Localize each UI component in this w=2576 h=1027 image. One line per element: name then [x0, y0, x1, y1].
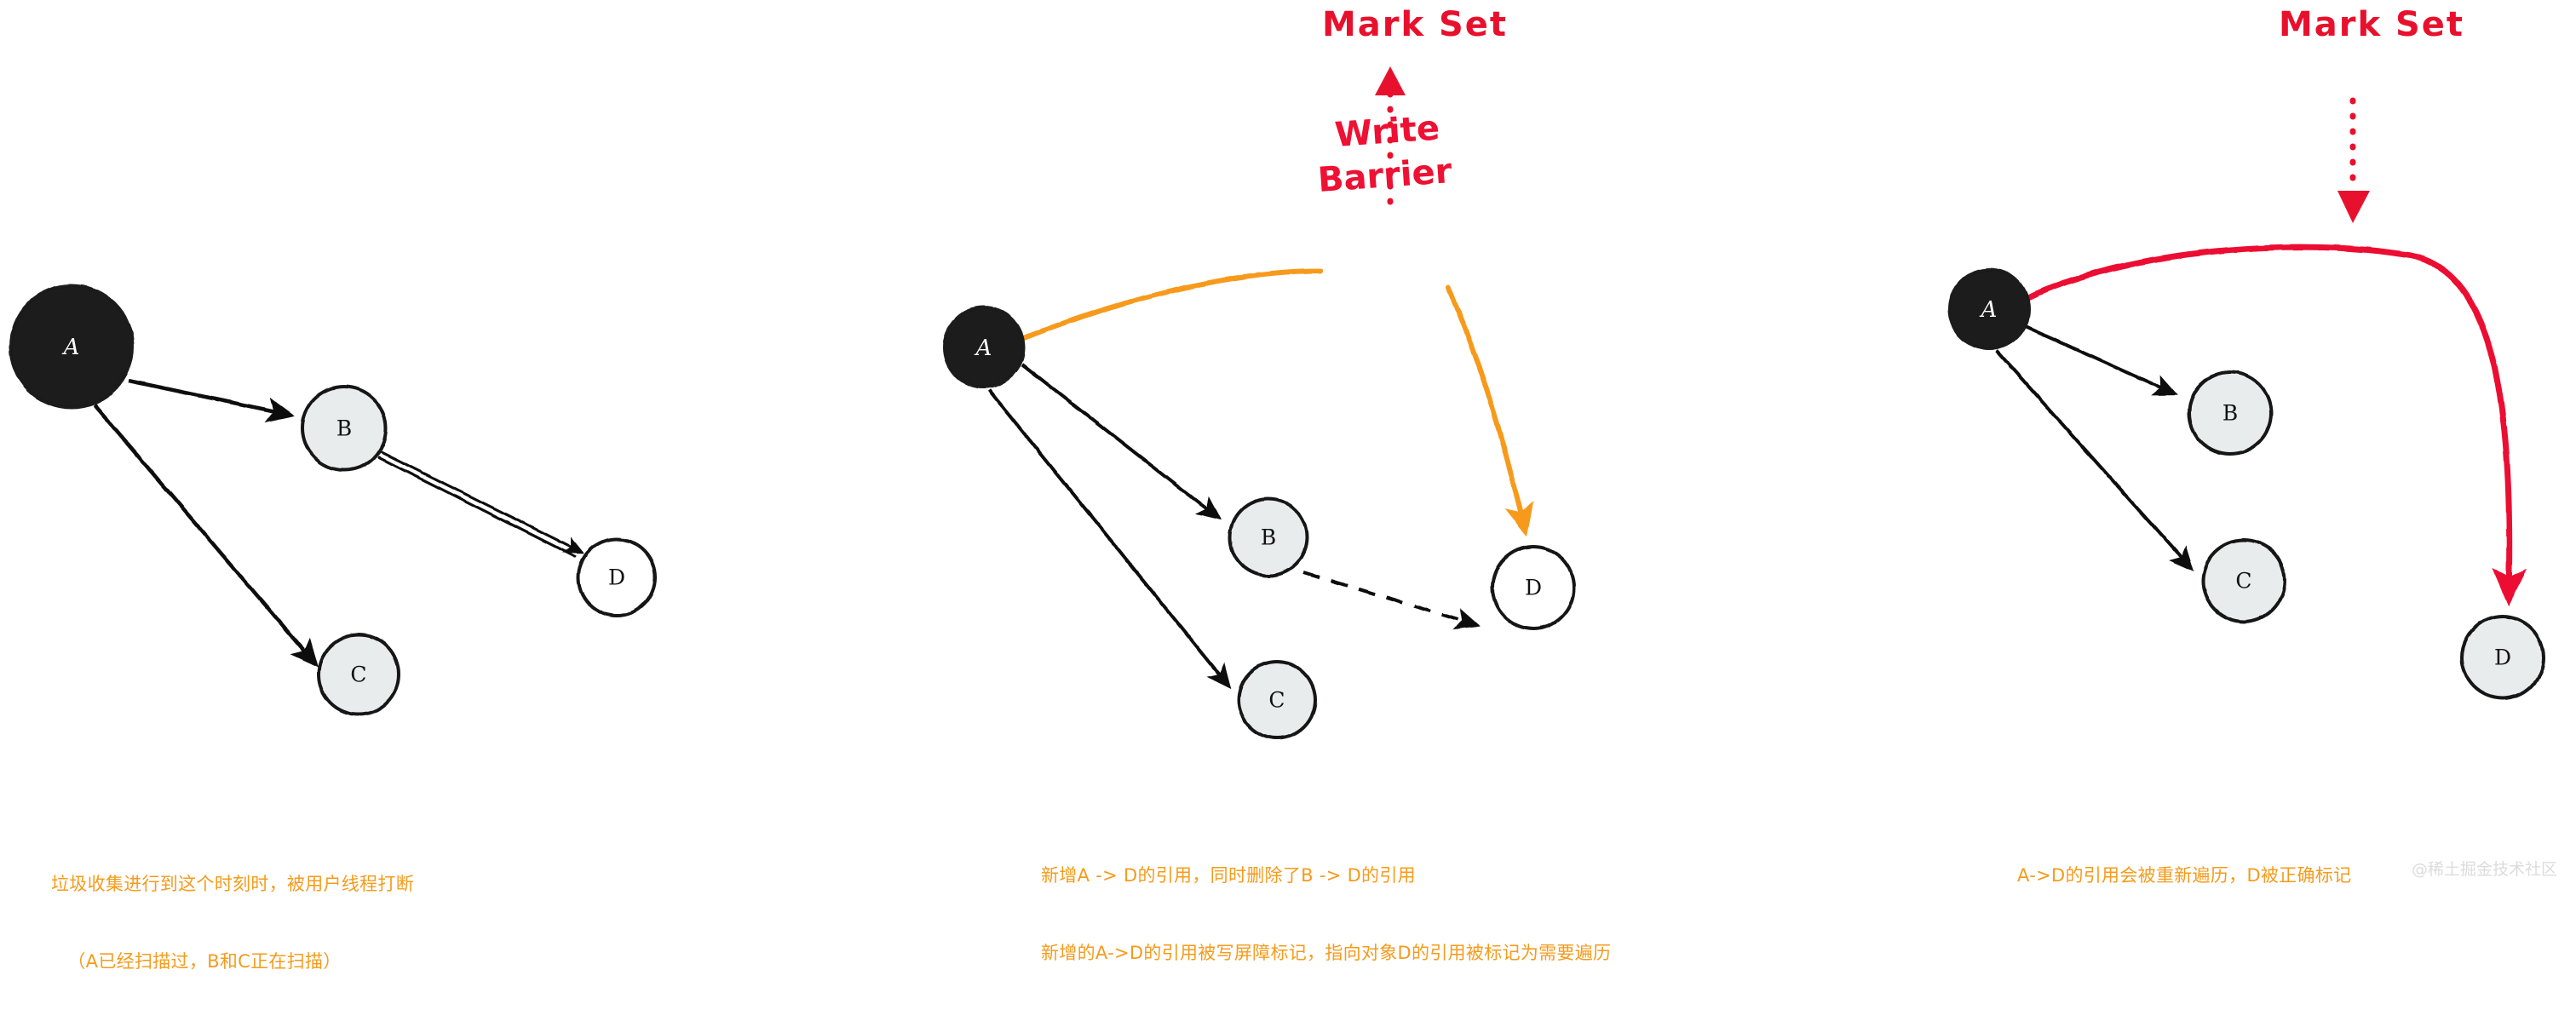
edge-a-to-c [93, 404, 319, 668]
node-d[interactable]: D [2460, 615, 2545, 700]
node-d-shape [1491, 545, 1576, 630]
node-a-label: A [1980, 297, 1998, 323]
panel-3-mark-edge [2024, 244, 2527, 607]
node-b[interactable]: B [1228, 497, 1308, 577]
node-d[interactable]: D [1491, 545, 1576, 630]
mark-set-label: Mark Set [1322, 5, 1508, 44]
edge-a-to-b [1021, 363, 1222, 521]
node-a-shape [1947, 267, 2031, 351]
node-b[interactable]: B [2188, 370, 2273, 456]
node-a[interactable]: A [9, 284, 135, 410]
node-c[interactable]: C [317, 633, 400, 716]
edge-a-to-d-orange-part1 [1021, 268, 1323, 341]
node-d-shape [2460, 615, 2545, 700]
node-b-shape [301, 385, 388, 472]
edge-a-to-b [128, 378, 295, 423]
panel-2: Mark Set Write Barrier A [942, 5, 1576, 740]
node-c[interactable]: C [1237, 660, 1317, 740]
panel-2-write-barrier-edge [1021, 268, 1534, 537]
panel-1-nodes: A B C D [9, 284, 657, 716]
panel-3: Mark Set A B [1947, 5, 2545, 700]
node-a[interactable]: A [1947, 267, 2031, 351]
node-c-shape [1237, 660, 1317, 740]
edge-a-to-b [2023, 324, 2178, 396]
node-b-label: B [336, 416, 352, 441]
panel-3-edges [1995, 324, 2194, 571]
node-c-label: C [350, 663, 366, 687]
panel-1-caption-line-1: 垃圾收集进行到这个时刻时，被用户线程打断 [51, 873, 414, 894]
panel-1-edges [93, 378, 584, 668]
watermark: @稀土掘金技术社区 [2411, 860, 2557, 879]
node-b-shape [1228, 497, 1308, 577]
edge-a-to-c [1995, 349, 2194, 571]
panel-1-caption-line-2: （A已经扫描过，B和C正在扫描） [67, 951, 342, 972]
node-a-label: A [62, 335, 80, 360]
panel-3-mark-set-pointer [2337, 97, 2370, 223]
node-b-label: B [1261, 525, 1276, 550]
mark-set-arrowhead-down [2337, 191, 2370, 223]
node-d[interactable]: D [577, 537, 657, 617]
panel-2-caption: 新增A -> D的引用，同时删除了B -> D的引用 新增的A->D的引用被写屏… [1041, 811, 1611, 1018]
node-a-shape [9, 284, 135, 410]
mark-set-arrowhead-up [1375, 66, 1406, 95]
panel-3-nodes: A B C D [1947, 267, 2545, 700]
edge-b-to-d [381, 450, 584, 554]
edge-a-to-d-orange-part2 [1446, 285, 1534, 537]
node-c-shape [317, 633, 400, 716]
diagram-svg: A B C D [9, 5, 2545, 740]
panel-2-edges [987, 363, 1481, 690]
panel-2-caption-line-2: 新增的A->D的引用被写屏障标记，指向对象D的引用被标记为需要遍历 [1041, 943, 1612, 964]
write-barrier-label-line1: Write [1333, 109, 1440, 155]
panel-2-nodes: A B C D [942, 306, 1576, 740]
node-a[interactable]: A [942, 306, 1026, 389]
node-c[interactable]: C [2201, 538, 2286, 623]
panel-1: A B C D [9, 284, 657, 716]
node-c-shape [2201, 538, 2286, 623]
panel-2-mark-set-pointer [1375, 66, 1406, 205]
node-d-label: D [2494, 645, 2511, 670]
node-d-label: D [1525, 576, 1542, 600]
panel-1-caption: 垃圾收集进行到这个时刻时，被用户线程打断 （A已经扫描过，B和C正在扫描） [51, 819, 414, 1027]
panel-3-caption: A->D的引用会被重新遍历，D被正确标记 [2017, 811, 2351, 940]
diagram-canvas: A B C D [9, 5, 2557, 972]
node-d-shape [577, 537, 657, 617]
node-a-label: A [975, 336, 992, 361]
edge-a-to-d-red [2024, 244, 2527, 607]
node-a-shape [942, 306, 1026, 389]
node-c-label: C [2235, 569, 2251, 594]
edge-a-to-c [987, 388, 1232, 690]
panel-2-caption-line-1: 新增A -> D的引用，同时删除了B -> D的引用 [1041, 864, 1416, 886]
panel-3-caption-line-1: A->D的引用会被重新遍历，D被正确标记 [2017, 864, 2352, 886]
node-c-label: C [1268, 688, 1285, 713]
write-barrier-label-line2: Barrier [1316, 152, 1453, 200]
node-b[interactable]: B [301, 385, 388, 472]
node-b-shape [2188, 370, 2273, 456]
edge-b-to-d-dashed [1302, 571, 1481, 630]
edge-b-to-d-stroke-a [377, 456, 577, 559]
node-b-label: B [2222, 401, 2238, 426]
node-d-label: D [608, 565, 625, 590]
mark-set-label: Mark Set [2279, 5, 2464, 44]
